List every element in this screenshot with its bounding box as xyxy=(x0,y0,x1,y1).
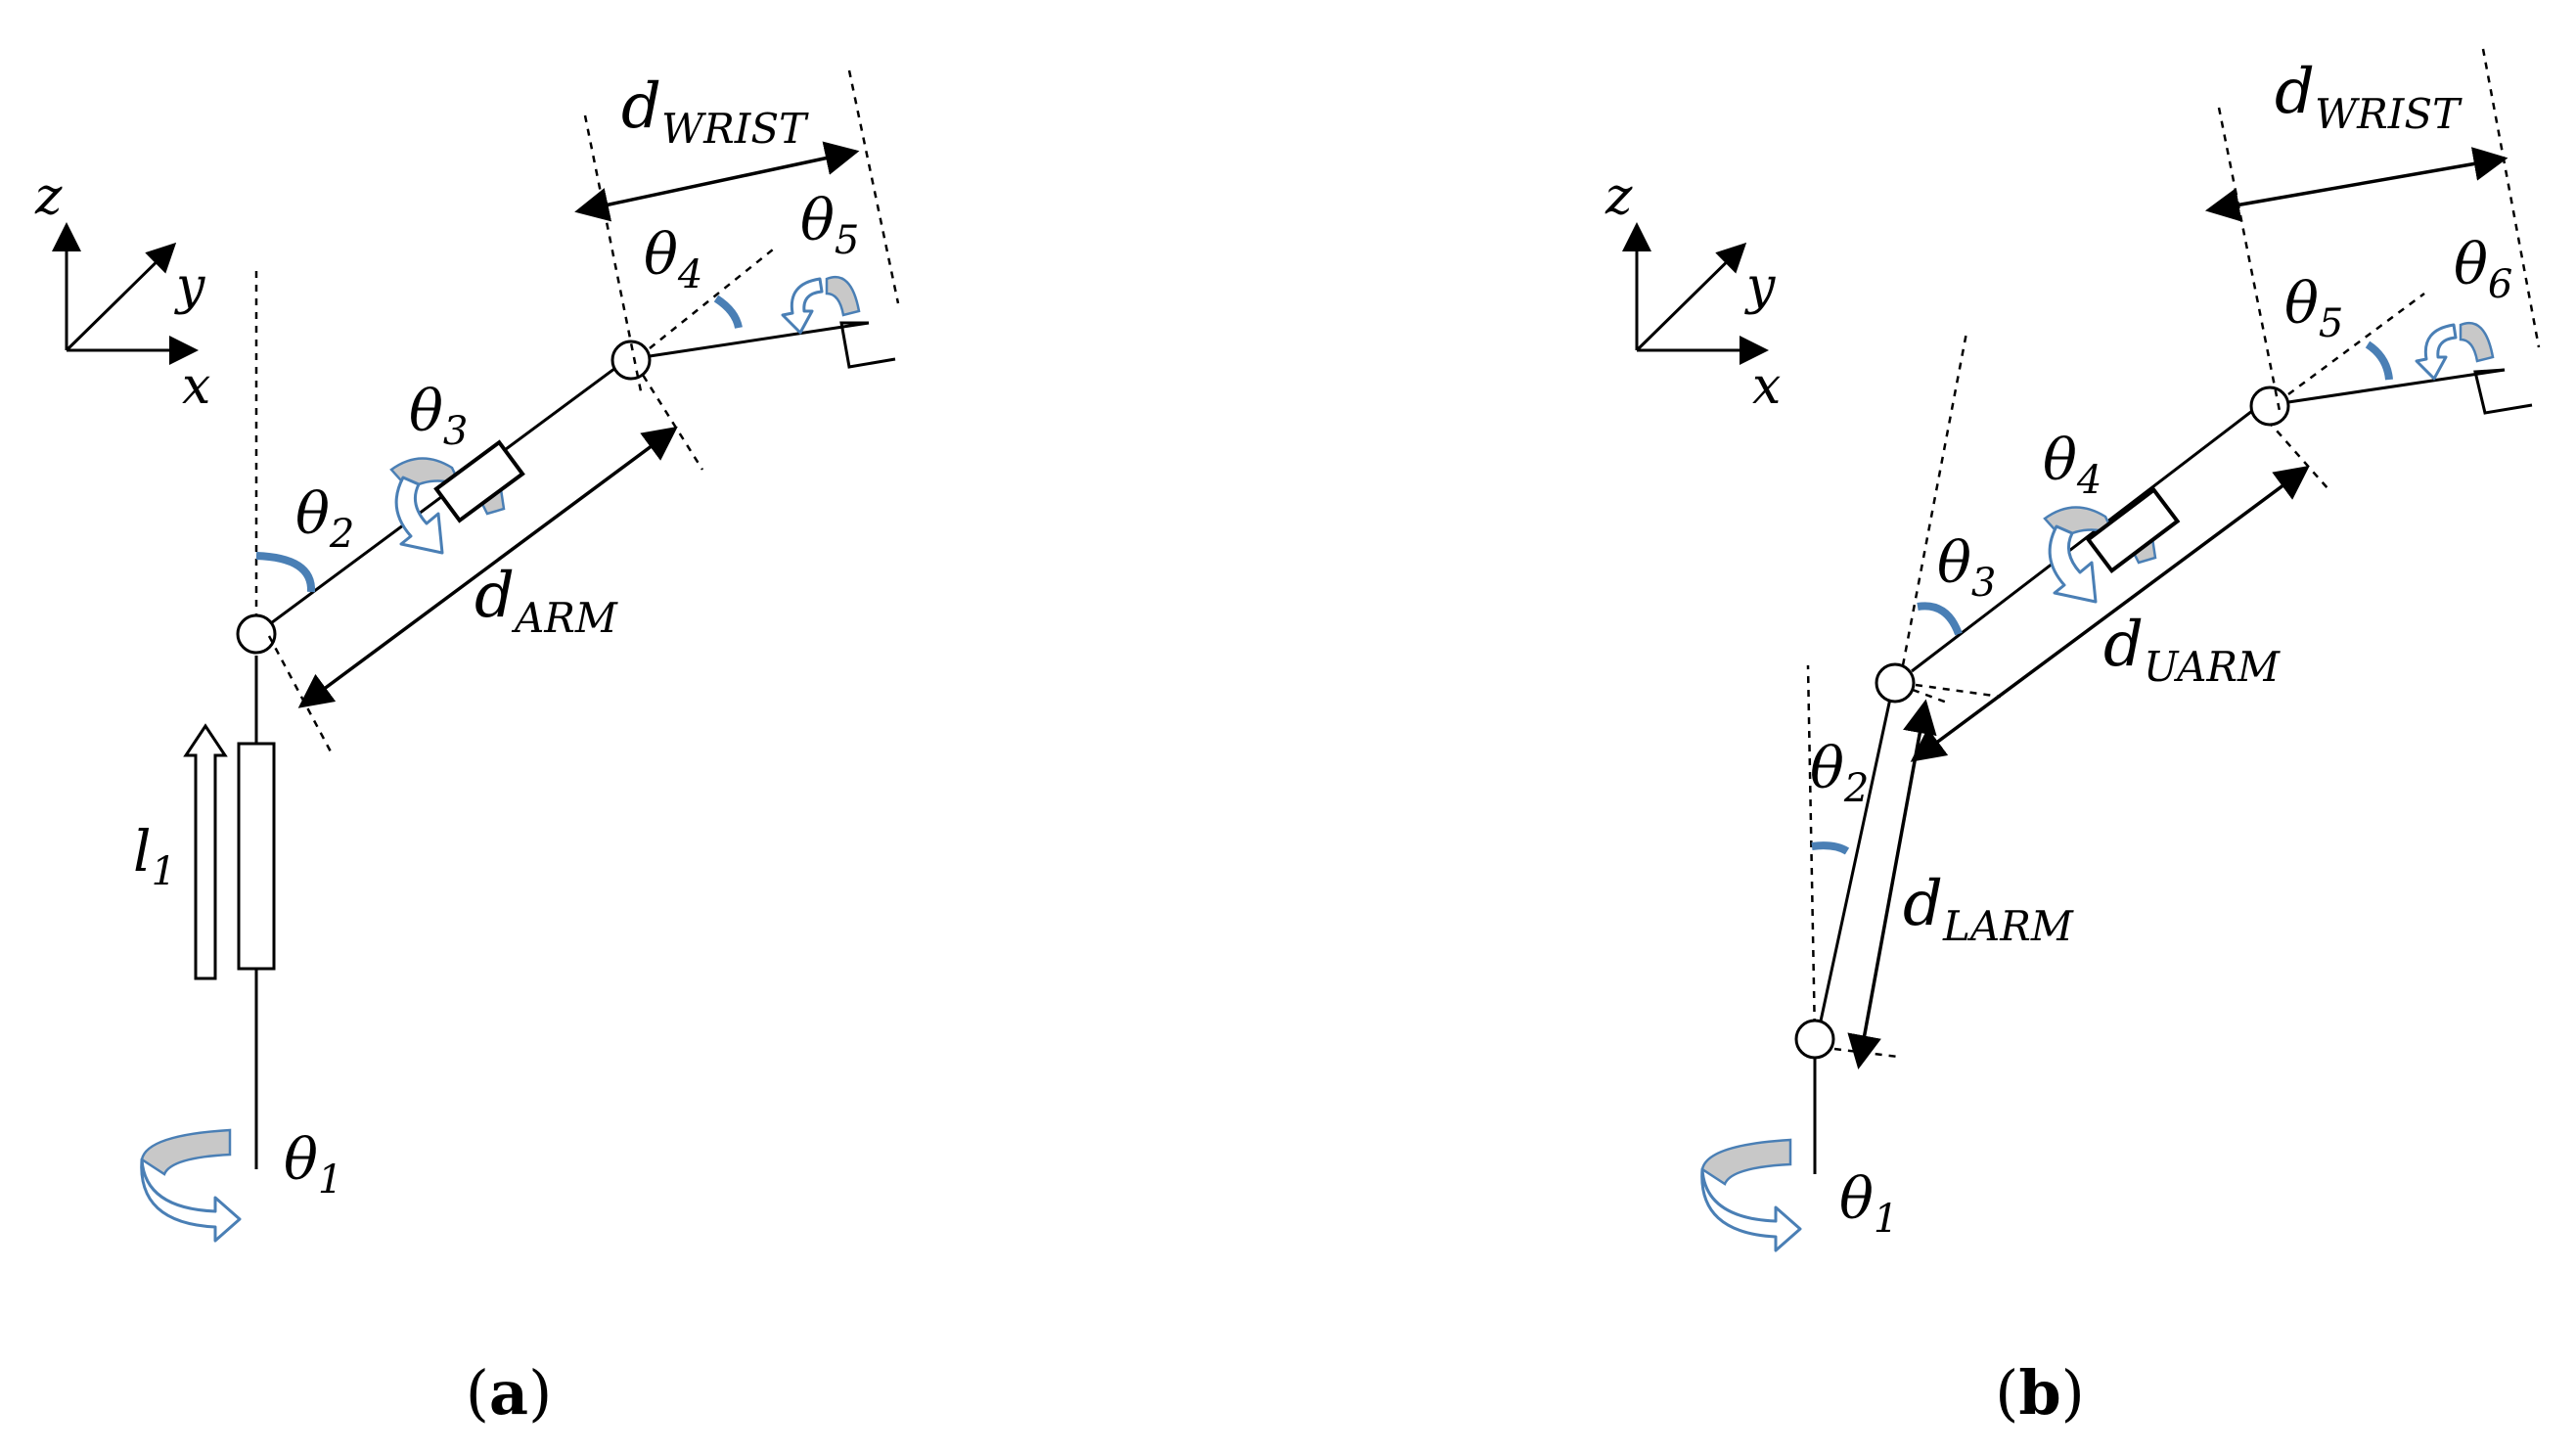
d-arm-ext-line-1 xyxy=(267,635,335,756)
theta4-label-a: θ4 xyxy=(644,221,702,297)
l1-label: l1 xyxy=(133,818,176,894)
vertical-reference-dashed-b xyxy=(1806,664,1817,1040)
theta3-twist-joint-a xyxy=(389,439,525,555)
wrist-ref-dashed-b xyxy=(2287,292,2425,396)
elbow-ref-dashed-b xyxy=(1901,332,1968,666)
base-joint-b xyxy=(1794,1019,1835,1060)
wrist-link-b xyxy=(2287,368,2506,404)
theta5-label-b: θ5 xyxy=(2284,270,2343,346)
panel-a: z y x l1 θ1 θ2 θ3 xyxy=(34,69,900,1429)
z-axis-label: z xyxy=(34,167,63,226)
y-axis-label: y xyxy=(174,257,205,316)
theta3-label-a: θ3 xyxy=(409,378,468,454)
z-axis-label: z xyxy=(1604,167,1633,226)
d-arm-ext-line-2 xyxy=(634,363,704,471)
d-wrist-label-a: dWRIST xyxy=(621,70,809,153)
axes-frame-b: z y x xyxy=(1604,167,1781,416)
caption-b: (b) xyxy=(1995,1357,2085,1429)
d-uarm-label: dUARM xyxy=(2103,609,2281,691)
theta5-arc-b xyxy=(2365,341,2393,381)
theta5-twist-icon-a xyxy=(781,276,861,335)
theta2-arc-a xyxy=(255,552,316,593)
d-wrist-dimension-arrow-b xyxy=(2204,147,2508,222)
theta6-label-b: θ6 xyxy=(2454,231,2512,307)
theta2-label-b: θ2 xyxy=(1810,735,1869,811)
d-wrist-ext-line-1b xyxy=(2217,107,2282,412)
theta2-label-a: θ2 xyxy=(295,480,354,557)
wrist-joint-a xyxy=(610,340,652,381)
prismatic-joint-box xyxy=(237,742,276,971)
theta2-arc-b xyxy=(1811,841,1850,855)
axes-frame-a: z y x xyxy=(34,167,210,416)
theta6-twist-icon-b xyxy=(2415,322,2495,381)
d-wrist-ext-line-2b xyxy=(2481,48,2541,348)
d-arm-label: dARM xyxy=(475,560,618,642)
y-axis-arrow xyxy=(65,242,177,352)
theta1-rotation-icon-a xyxy=(140,1128,242,1243)
theta1-rotation-icon-b xyxy=(1700,1138,1802,1252)
x-axis-label: x xyxy=(182,357,210,416)
theta3-arc-b xyxy=(1917,602,1963,636)
x-axis-label: x xyxy=(1752,357,1781,416)
theta4-label-b: θ4 xyxy=(2043,427,2101,503)
wrist-link-a xyxy=(649,321,870,358)
y-axis-label: y xyxy=(1744,257,1776,316)
end-effector-a xyxy=(839,321,896,369)
theta4-arc-a xyxy=(713,295,743,329)
d-larm-ext-line-2 xyxy=(1912,688,1948,704)
y-axis-arrow xyxy=(1635,242,1747,352)
theta4-twist-joint-b xyxy=(2043,486,2181,604)
d-uarm-ext-line-2 xyxy=(2267,420,2329,490)
d-larm-label: dLARM xyxy=(1903,868,2074,950)
wrist-joint-b xyxy=(2249,386,2290,427)
shoulder-joint-a xyxy=(236,613,277,655)
d-larm-ext-line-1 xyxy=(1833,1047,1899,1059)
d-arm-dimension-arrow xyxy=(297,426,678,708)
d-wrist-ext-line-2a xyxy=(847,69,900,304)
d-wrist-dimension-arrow-a xyxy=(574,141,860,222)
theta3-label-b: θ3 xyxy=(1937,529,1996,606)
elbow-joint-b xyxy=(1875,662,1916,704)
d-wrist-label-b: dWRIST xyxy=(2275,56,2463,138)
theta5-label-a: θ5 xyxy=(800,187,859,263)
theta1-label-b: θ1 xyxy=(1839,1165,1898,1242)
theta1-label-a: θ1 xyxy=(284,1126,342,1203)
end-effector-b xyxy=(2473,368,2533,415)
d-uarm-dimension-arrow xyxy=(1910,465,2310,762)
panel-b: z y x θ1 θ2 dLARM θ3 xyxy=(1604,48,2541,1429)
d-wrist-ext-line-1a xyxy=(583,114,643,392)
prismatic-up-arrow xyxy=(183,723,228,980)
caption-a: (a) xyxy=(466,1357,553,1429)
